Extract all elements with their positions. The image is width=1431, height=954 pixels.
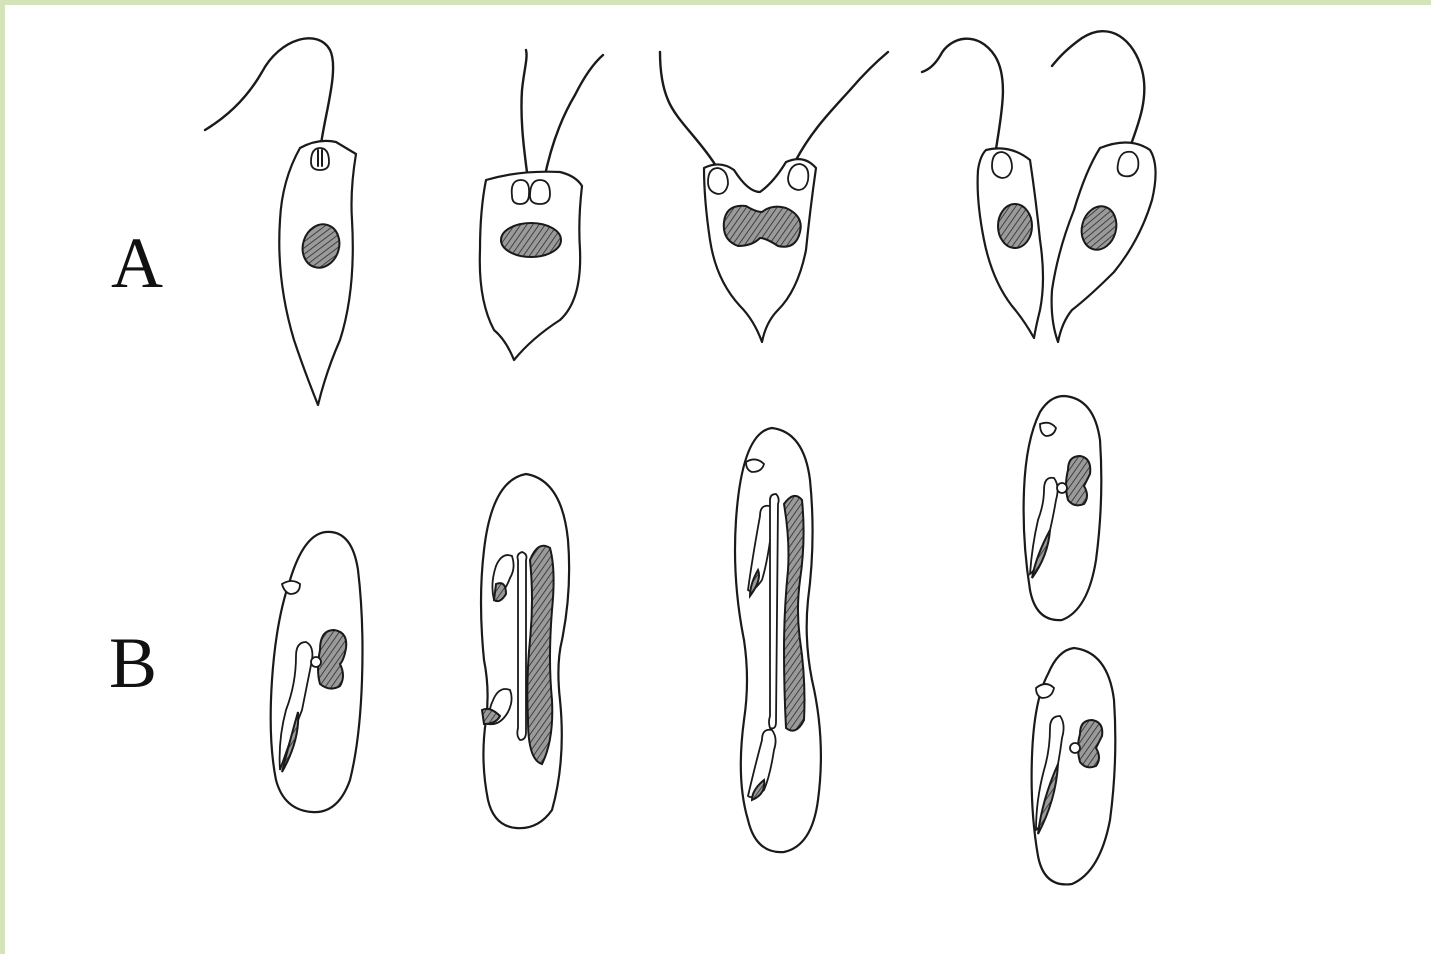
flagellate-stage-3 (660, 52, 888, 342)
ciliate-stage-1 (271, 532, 363, 812)
flagellate-stage-4 (922, 31, 1156, 342)
flagellate-stage-1 (205, 38, 356, 405)
cell-division-illustration (5, 5, 1431, 954)
flagellate-stage-2 (480, 50, 603, 360)
ciliate-stage-2 (481, 474, 569, 828)
ciliate-stage-4 (1024, 396, 1116, 884)
ciliate-stage-3 (735, 428, 821, 852)
